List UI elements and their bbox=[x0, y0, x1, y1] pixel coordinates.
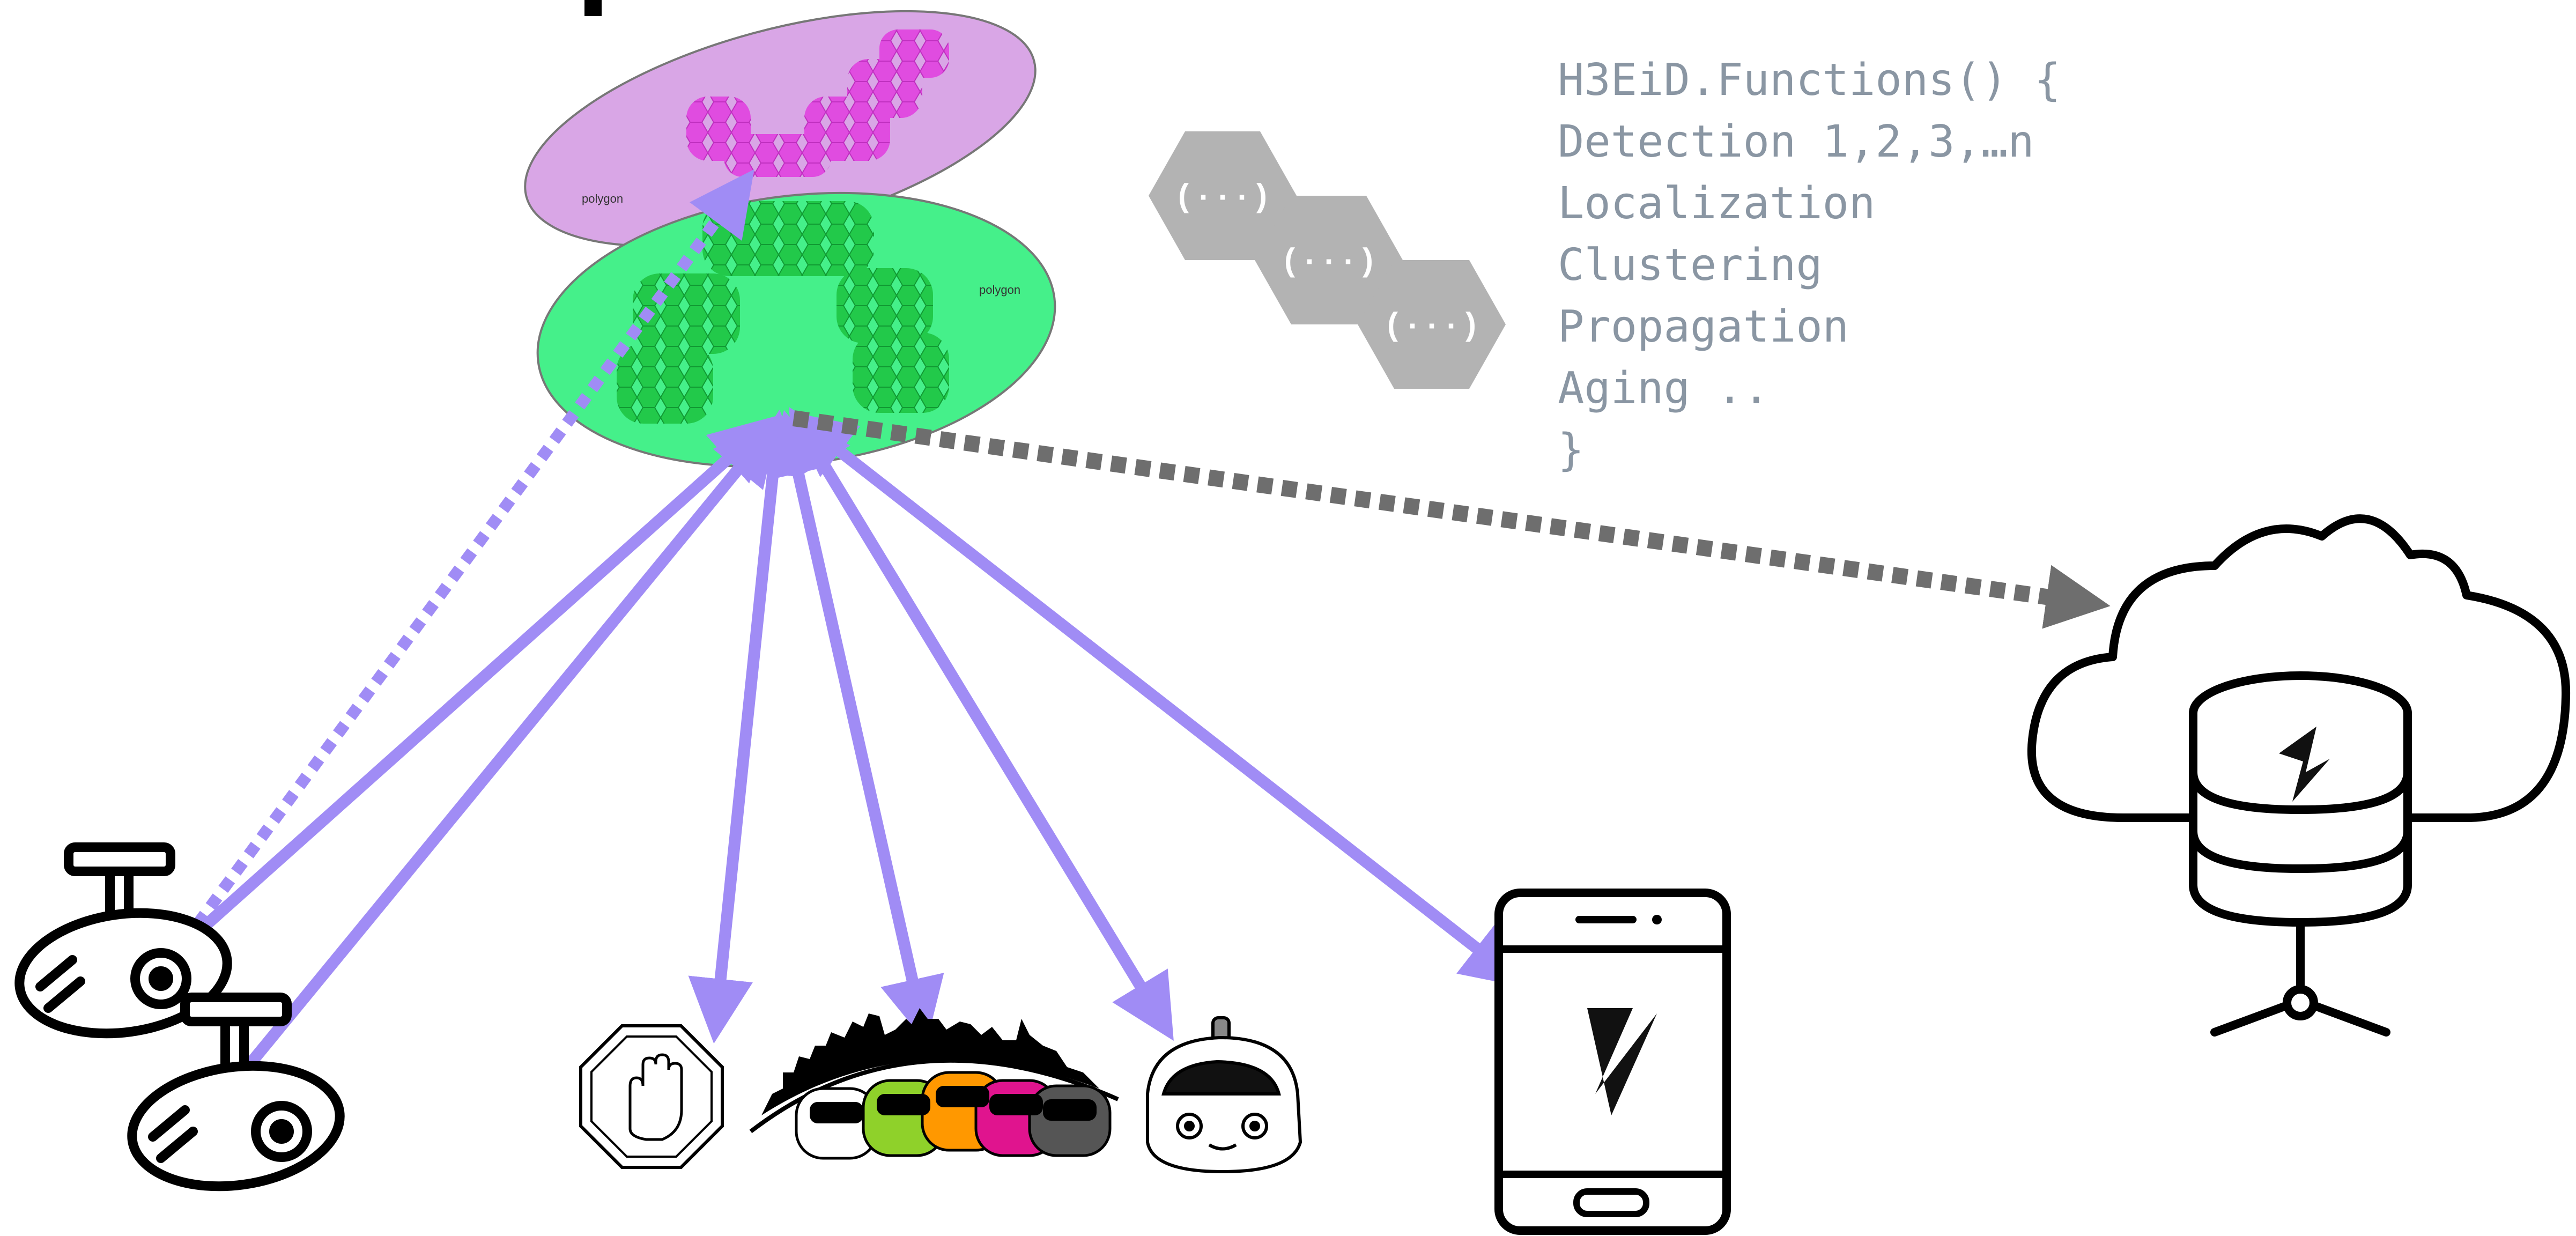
arrow-camera1-to-layer bbox=[181, 416, 776, 949]
arrow-camera1-to-top-layer bbox=[180, 169, 754, 945]
arrow-camera2-to-layer bbox=[234, 419, 780, 1082]
self-driving-car-icon bbox=[1146, 1016, 1302, 1174]
code-line-signature: H3EiD.Functions() { bbox=[1558, 55, 2061, 106]
connections bbox=[180, 169, 2111, 1082]
svg-text:(···): (···) bbox=[1383, 309, 1480, 345]
title-fragment bbox=[584, 0, 602, 16]
code-line-closing-brace: } bbox=[1558, 425, 1585, 476]
polygon-label-bottom: polygon bbox=[979, 283, 1020, 297]
function-hexagons: (···) (···) (···) bbox=[1149, 131, 1506, 389]
arrow-layer-to-cloud bbox=[792, 410, 2111, 629]
cloud-database-icon bbox=[2027, 514, 2571, 1037]
function-hexagon-icon: (···) bbox=[1149, 131, 1297, 260]
code-line-aging: Aging .. bbox=[1558, 363, 1770, 414]
function-hexagon-icon: (···) bbox=[1255, 196, 1403, 324]
arrow-layer-to-phone bbox=[789, 411, 1528, 988]
function-hexagon-icon: (···) bbox=[1358, 260, 1506, 389]
svg-text:(···): (···) bbox=[1174, 180, 1271, 217]
polygon-layer-bottom: polygon bbox=[536, 191, 1056, 468]
smartphone-icon bbox=[1494, 889, 1731, 1235]
cars-fleet-icon bbox=[749, 1008, 1119, 1160]
camera-icon bbox=[127, 993, 345, 1191]
stop-sign-icon bbox=[579, 1024, 724, 1169]
code-line-clustering: Clustering bbox=[1558, 240, 1823, 291]
camera-icon bbox=[14, 842, 232, 1039]
code-line-detection: Detection 1,2,3,…n bbox=[1558, 116, 2034, 167]
code-line-propagation: Propagation bbox=[1558, 301, 1849, 352]
hexagon-cluster-bottom bbox=[617, 201, 949, 424]
arrow-layer-to-stop-sign bbox=[688, 409, 805, 1044]
hexagon-cluster-top bbox=[686, 29, 949, 177]
svg-text:(···): (···) bbox=[1280, 245, 1377, 281]
polygon-layer-top: polygon bbox=[524, 10, 1037, 248]
polygon-label-top: polygon bbox=[582, 192, 623, 205]
code-line-localization: Localization bbox=[1558, 178, 1876, 229]
